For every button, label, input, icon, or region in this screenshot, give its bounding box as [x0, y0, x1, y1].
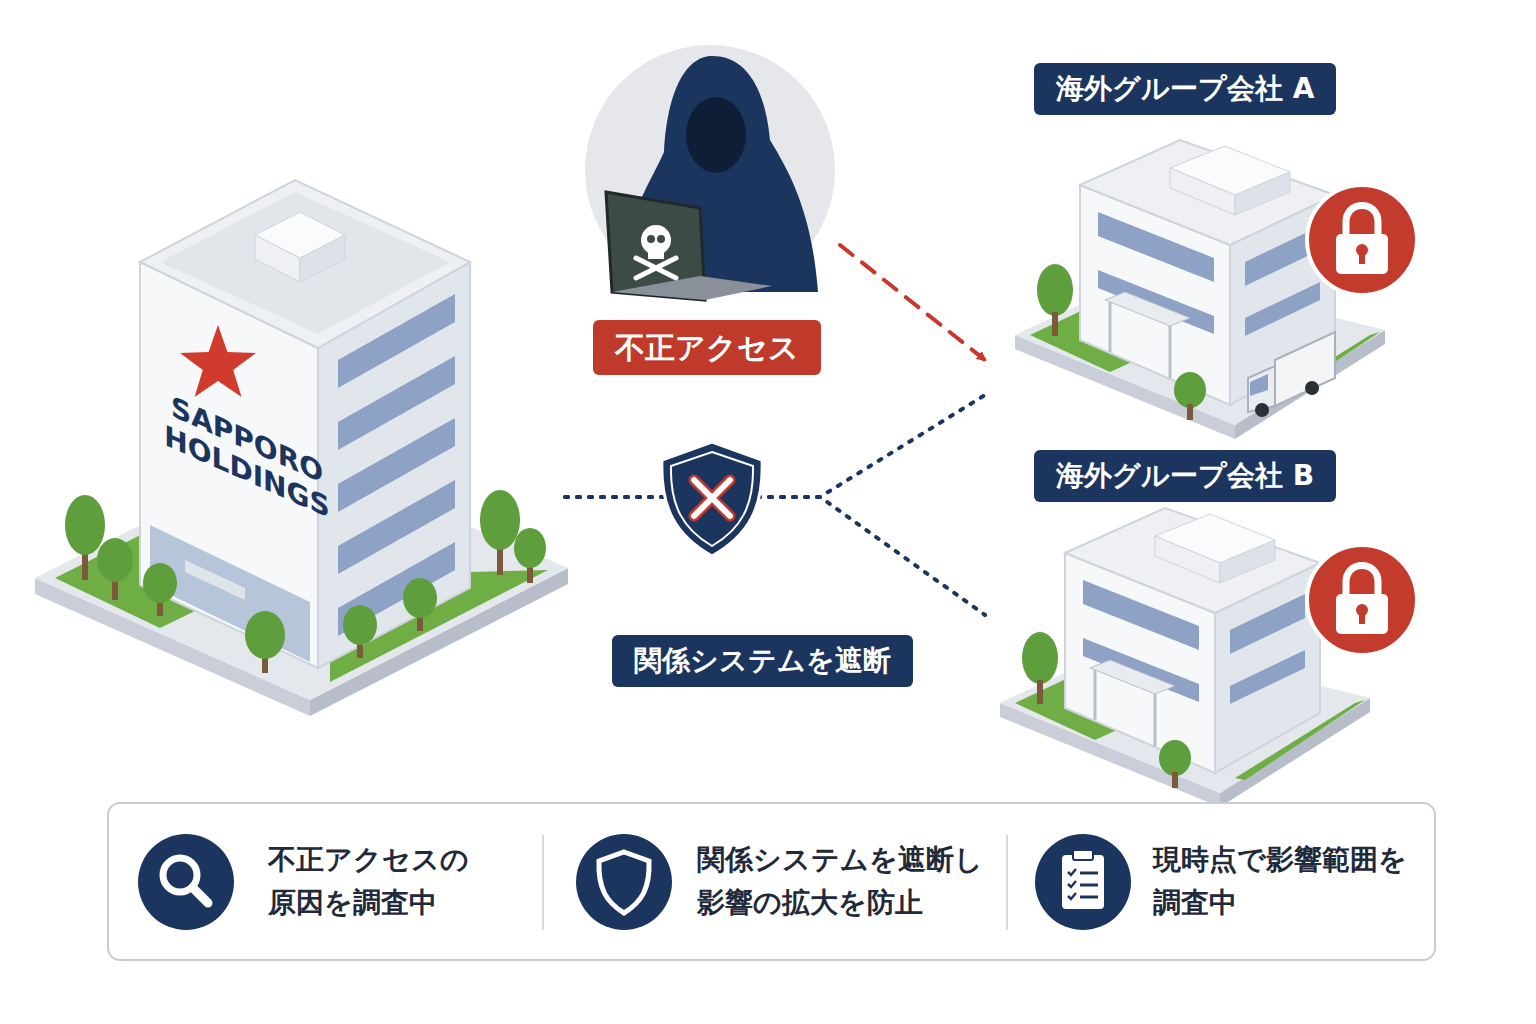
note-holder: 関係システムを遮断し 影響の拡大を防止: [697, 838, 1007, 925]
company-node: 海外グループ会社 B: [985, 442, 1425, 782]
hacker-figure: [585, 45, 835, 300]
attack-node: 不正アクセス: [578, 40, 840, 385]
name-tag: 不正アクセス: [593, 320, 821, 375]
truck: [1248, 332, 1335, 417]
name-tag: 海外グループ会社 B: [1034, 450, 1336, 502]
network-link: [565, 497, 985, 615]
company-node: 海外グループ会社 A: [985, 55, 1425, 435]
box-label: 関係システムを遮断: [634, 643, 891, 679]
name-tag: 海外グループ会社 A: [1034, 63, 1336, 115]
hq-building-node: SAPPORO HOLDINGS: [30, 170, 565, 720]
shield-block-icon: [662, 442, 762, 556]
status-note: 不正アクセスの 原因を調査中: [268, 838, 508, 925]
attack-arrow: [840, 245, 985, 360]
status-note: 現時点で影響範囲を 調査中: [1153, 838, 1433, 925]
note-holder: 不正アクセスの 原因を調査中: [268, 838, 508, 925]
hq-building: [35, 180, 568, 716]
company-a-building: [1015, 140, 1385, 439]
status-box: 関係システムを遮断: [612, 635, 913, 687]
summary-panel: [108, 803, 1435, 960]
lock-icon: [1307, 185, 1417, 295]
company-b-building: [1000, 508, 1370, 807]
logo-text: SAPPORO HOLDINGS: [152, 382, 342, 531]
status-note: 関係システムを遮断し 影響の拡大を防止: [697, 838, 1007, 925]
network-link: [565, 395, 985, 497]
lock-icon: [1307, 545, 1417, 655]
note-holder: 現時点で影響範囲を 調査中: [1153, 838, 1433, 925]
